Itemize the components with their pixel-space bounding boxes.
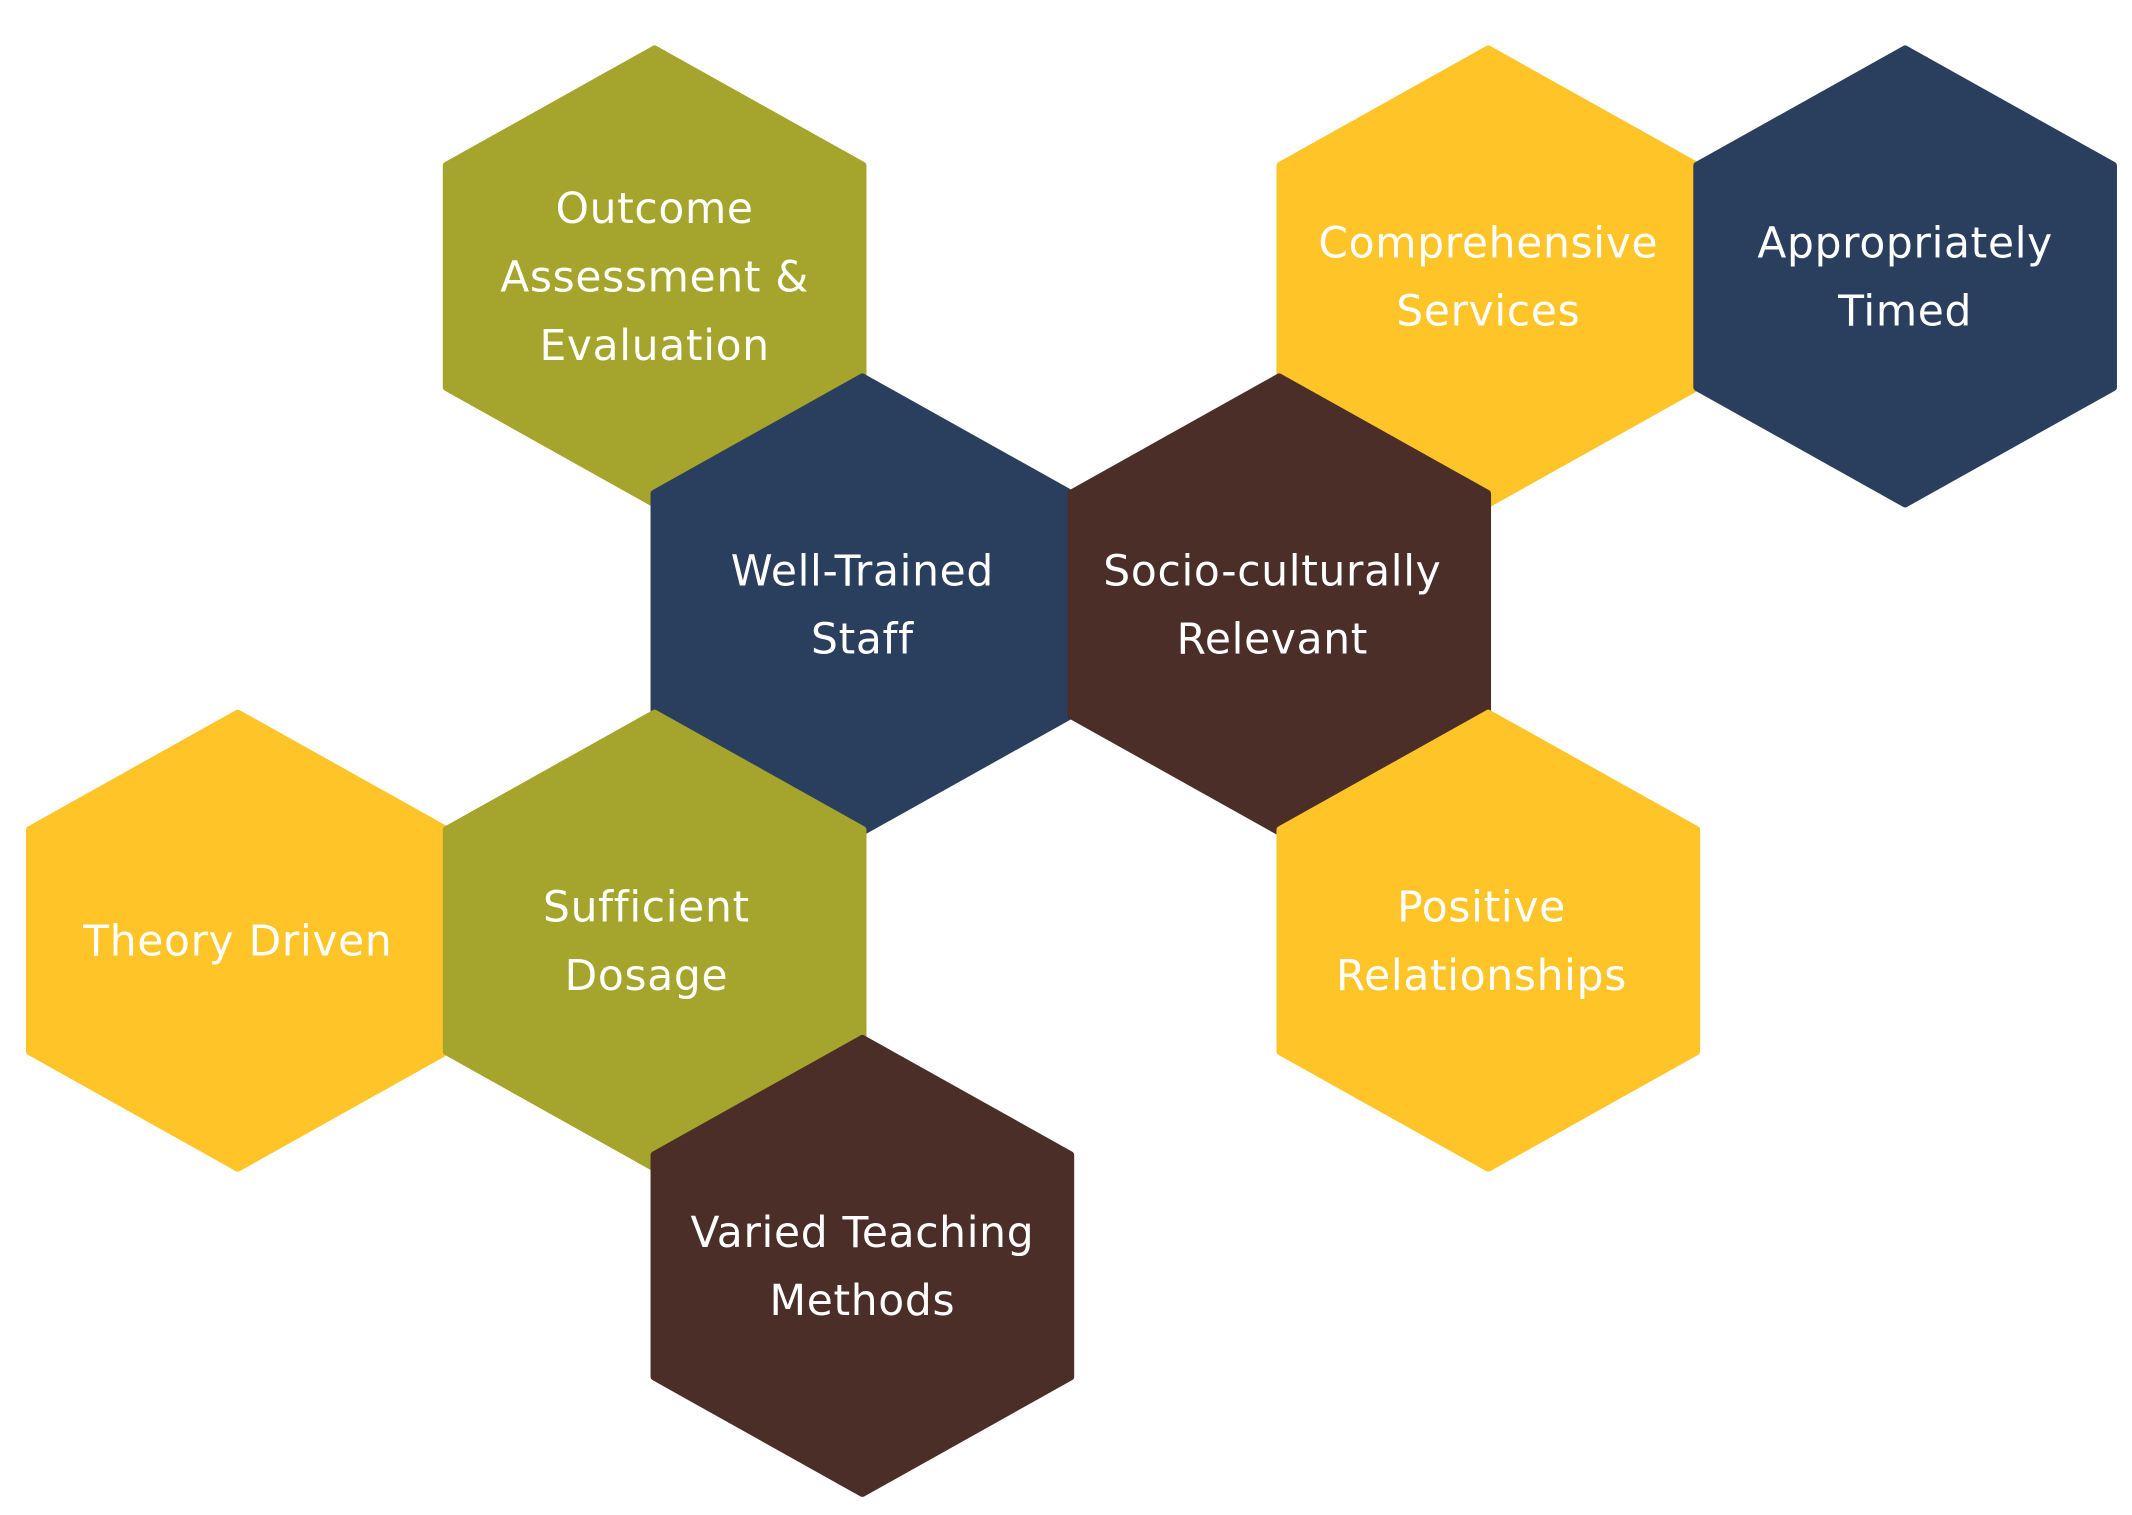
hexagon-label: Comprehensive [1318, 218, 1658, 267]
hexagon-label: Staff [811, 615, 914, 664]
hexagon-label: Relationships [1336, 951, 1627, 1000]
hexagon-label: Outcome [556, 184, 754, 233]
hexagon-label: Dosage [565, 951, 729, 1000]
hexagon-label: Socio-culturally [1103, 546, 1441, 595]
hexagon-shape [1276, 709, 1701, 1172]
hexagon-label: Varied Teaching [690, 1208, 1034, 1257]
hexagon-label: Evaluation [539, 321, 769, 370]
hexagon-label: Theory Driven [82, 917, 392, 966]
hexagon-label: Services [1396, 287, 1580, 336]
hexagon-label: Assessment & [500, 252, 809, 301]
hexagon-label: Well-Trained [731, 546, 994, 595]
hexagon-theory-driven: Theory Driven [25, 709, 450, 1172]
hexagon-label: Relevant [1177, 615, 1368, 664]
hexagon-label: Positive [1397, 883, 1566, 932]
hexagon-label: Sufficient [543, 883, 750, 932]
hexagon-label: Appropriately [1757, 218, 2053, 267]
hexagon-shape [1693, 45, 2117, 508]
hexagon-shape [650, 1034, 1075, 1497]
hexagon-label: Timed [1837, 287, 1972, 336]
hexagon-label: Methods [769, 1276, 955, 1325]
